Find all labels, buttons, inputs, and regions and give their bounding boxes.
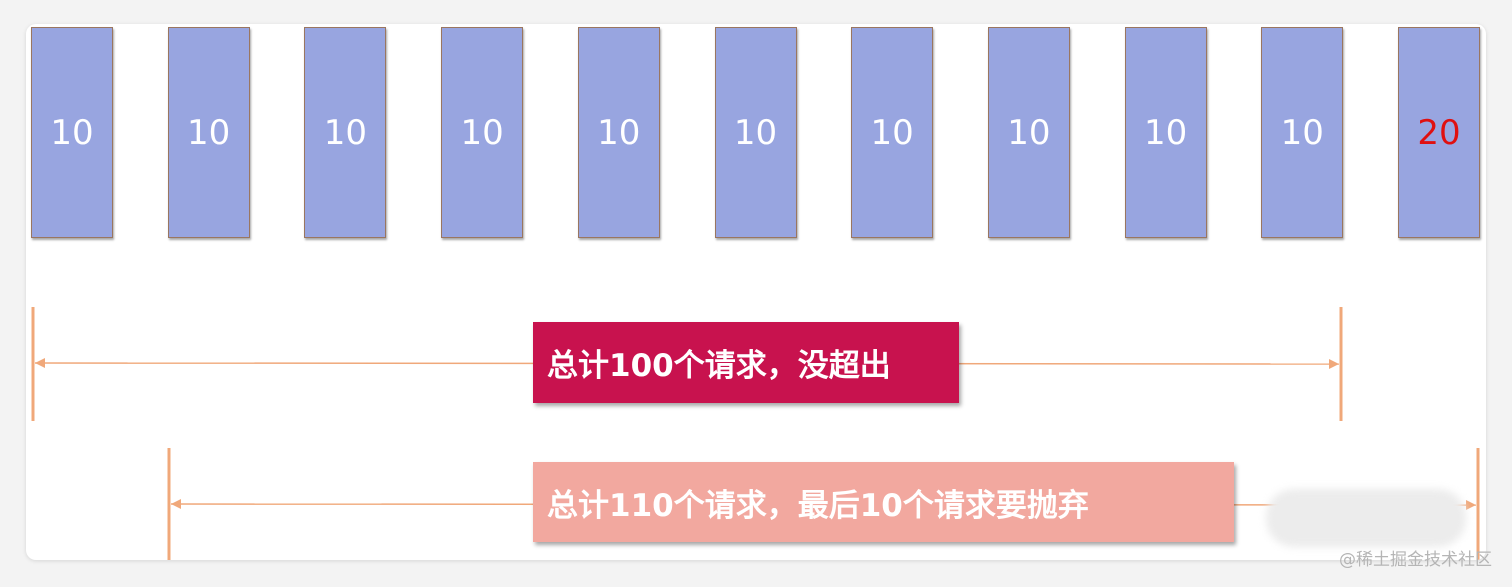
request-bar: 10 — [167, 27, 250, 238]
request-bar: 10 — [1124, 27, 1207, 238]
blurred-overlay — [1266, 489, 1466, 547]
request-bar: 10 — [1261, 27, 1344, 238]
lower-span-label: 总计110个请求，最后10个请求要抛弃 — [533, 462, 1234, 542]
request-bar: 20 — [1398, 27, 1480, 238]
request-bar: 10 — [987, 27, 1070, 238]
request-bar: 10 — [851, 27, 934, 238]
upper-left-arrowhead — [35, 358, 45, 368]
request-bar: 10 — [31, 27, 113, 238]
upper-right-arrowhead — [1329, 359, 1339, 369]
upper-span-label: 总计100个请求，没超出 — [533, 322, 959, 403]
request-bar: 10 — [304, 27, 387, 238]
lower-right-arrowhead — [1466, 500, 1476, 510]
request-bar: 10 — [441, 27, 524, 238]
lower-left-arrowhead — [171, 499, 181, 509]
diagram-canvas: 10 10 10 10 10 10 10 10 10 10 20 总计100个请求，没超出 总计11… — [26, 24, 1486, 560]
request-bar: 10 — [714, 27, 797, 238]
watermark-text: @稀土掘金技术社区 — [1339, 550, 1492, 570]
request-bar: 10 — [577, 27, 660, 238]
